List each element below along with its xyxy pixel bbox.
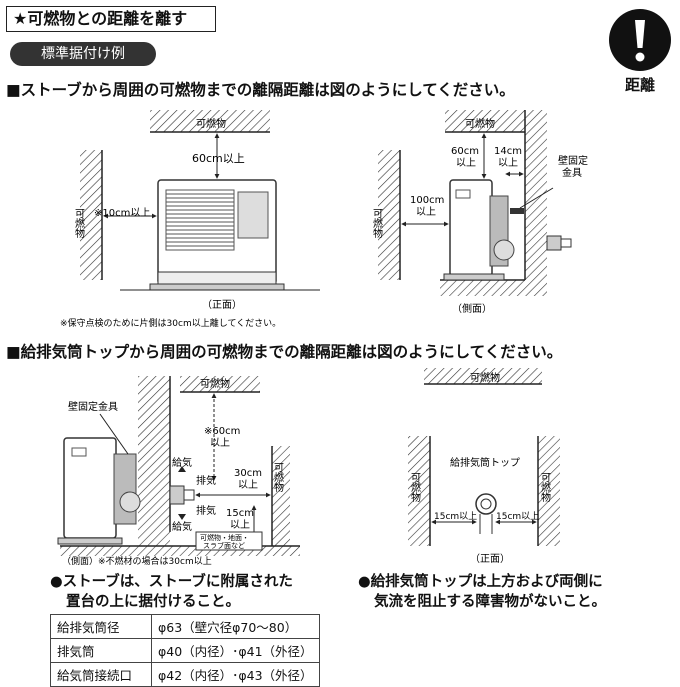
- side-caption: （側面）: [452, 302, 492, 315]
- section1-note: ※保守点検のために片側は30cm以上離してください。: [60, 317, 281, 329]
- side-side-label: 可燃物: [371, 208, 383, 239]
- pipe-side-diagram: [57, 376, 300, 556]
- spec-value: φ42（内径）･φ43（外径）: [151, 662, 320, 687]
- pipe-exhaust-top: 排気: [196, 474, 216, 487]
- front-side-label: 可燃物: [73, 208, 85, 239]
- pipe-dist15-a: 15cm: [226, 508, 254, 519]
- warning-label: 距離: [624, 76, 655, 94]
- section1-diagrams: 可燃物 60cm以上 ※10cm以上 可燃物 （正面） ※保守点検のために片側は…: [60, 110, 588, 329]
- side-dist60-b: 以上: [456, 157, 476, 169]
- bullet-right-line1: ●給排気筒トップは上方および両側に: [358, 574, 603, 590]
- bullet-pipe-clearance: ●給排気筒トップは上方および両側に 気流を阻止する障害物がないこと。: [358, 572, 658, 612]
- bullet-left-line2: 置台の上に据付けること。: [66, 594, 240, 610]
- pipe-side-label: 可燃物: [272, 462, 284, 493]
- spec-label: 給気筒接続口: [50, 662, 152, 687]
- section1-heading: ■ストーブから周囲の可燃物までの離隔距離は図のようにしてください。: [6, 81, 515, 99]
- pipe-front-left-label: 可燃物: [409, 472, 421, 503]
- pipe-front-right-dist: 15cm以上: [496, 511, 539, 522]
- side-bracket-a: 壁固定: [558, 154, 588, 167]
- side-top-label: 可燃物: [465, 117, 495, 130]
- spec-value: φ63（壁穴径φ70〜80）: [151, 614, 320, 639]
- bullet-left-line1: ●ストーブは、ストーブに附属された: [50, 574, 293, 590]
- section-title: ★可燃物との距離を離す: [6, 6, 216, 32]
- pipe-dist15-b: 以上: [230, 519, 250, 531]
- pipe-ground-b: スラブ面など: [203, 541, 245, 550]
- warning-exclamation-icon: [609, 9, 671, 71]
- pipe-front-left-dist: 15cm以上: [434, 511, 477, 522]
- pipe-front-pipe-label: 給排気筒トップ: [450, 456, 520, 469]
- table-row: 排気筒 φ40（内径）･φ41（外径）: [50, 638, 320, 663]
- spec-value: φ40（内径）･φ41（外径）: [151, 638, 320, 663]
- side-dist100-a: 100cm: [410, 195, 444, 206]
- pipe-exhaust-bottom: 排気: [196, 504, 216, 517]
- side-dist14-a: 14cm: [494, 146, 522, 157]
- pipe-front-diagram: [408, 368, 560, 546]
- pipe-bracket-label: 壁固定金具: [68, 400, 118, 413]
- pipe-front-right-label: 可燃物: [539, 472, 551, 503]
- bullet-right-line2: 気流を阻止する障害物がないこと。: [374, 594, 606, 610]
- pipe-intake-bottom: 給気: [172, 520, 192, 533]
- section2-diagrams: 壁固定金具 可燃物 ※60cm 以上 給気 排気 30cm 以上 排気 給気 1…: [57, 368, 560, 567]
- front-top-distance: 60cm以上: [192, 152, 245, 165]
- front-side-distance: ※10cm以上: [94, 207, 150, 219]
- pipe-front-caption: （正面）: [470, 553, 510, 565]
- pipe-dist30-b: 以上: [238, 479, 258, 491]
- pipe-front-top-label: 可燃物: [470, 371, 500, 384]
- section2-heading: ■給排気筒トップから周囲の可燃物までの離隔距離は図のようにしてください。: [6, 343, 563, 361]
- front-top-label: 可燃物: [196, 117, 226, 130]
- table-row: 給排気筒径 φ63（壁穴径φ70〜80）: [50, 614, 320, 639]
- side-bracket-b: 金具: [562, 166, 582, 179]
- spec-label: 排気筒: [50, 638, 152, 663]
- pipe-spec-table: 給排気筒径 φ63（壁穴径φ70〜80） 排気筒 φ40（内径）･φ41（外径）…: [50, 614, 320, 687]
- spec-label: 給排気筒径: [50, 614, 152, 639]
- front-view-diagram: [80, 110, 320, 291]
- pipe-top-label: 可燃物: [200, 377, 230, 390]
- bullet-stove-placement: ●ストーブは、ストーブに附属された 置台の上に据付けること。: [50, 572, 330, 612]
- front-caption: （正面）: [202, 299, 242, 311]
- pipe-dist60-b: 以上: [210, 437, 230, 449]
- side-dist60-a: 60cm: [451, 146, 479, 157]
- pipe-side-caption: （側面）※不燃材の場合は30cm以上: [62, 555, 212, 567]
- pipe-ground-a: 可燃物・地面・: [200, 533, 249, 542]
- side-view-diagram: [378, 110, 572, 296]
- pipe-dist60-a: ※60cm: [204, 426, 240, 437]
- table-row: 給気筒接続口 φ42（内径）･φ43（外径）: [50, 662, 320, 687]
- side-dist14-b: 以上: [498, 157, 518, 169]
- pipe-intake-top: 給気: [172, 456, 192, 469]
- subtitle-badge: 標準据付け例: [10, 42, 156, 66]
- pipe-dist30-a: 30cm: [234, 468, 262, 479]
- side-dist100-b: 以上: [416, 206, 436, 218]
